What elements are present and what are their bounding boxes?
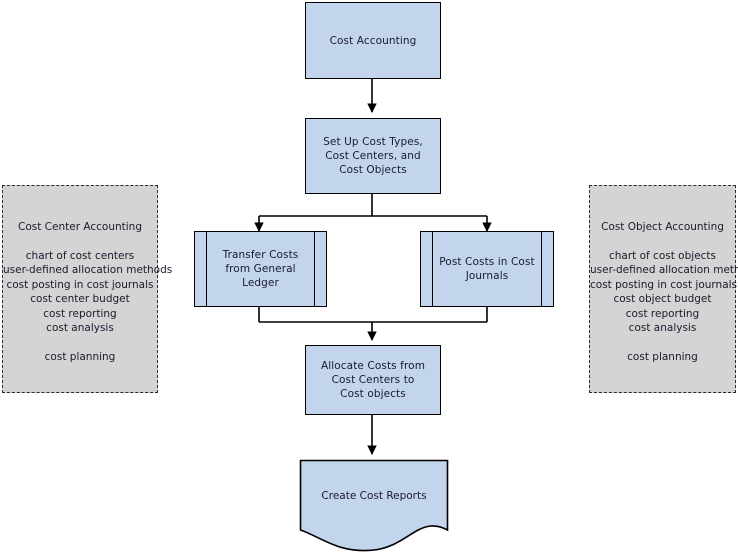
node-transfer-costs-label: Transfer Costs from General Ledger xyxy=(222,249,299,289)
node-cost-accounting-label: Cost Accounting xyxy=(329,34,417,47)
panel-cost-center-accounting-title: Cost Center Accounting xyxy=(18,221,142,233)
node-allocate-costs[interactable]: Allocate Costs from Cost Centers to Cost… xyxy=(305,345,441,415)
predefined-process-bar-left xyxy=(206,232,207,306)
panel-item: cost analysis xyxy=(46,322,114,334)
panel-item: user-defined allocation methods xyxy=(590,264,738,276)
panel-item: user-defined allocation methods xyxy=(3,264,173,276)
panel-item: chart of cost centers xyxy=(25,249,135,262)
panel-item: cost posting in cost journals xyxy=(590,278,738,291)
panel-cost-object-accounting: Cost Object Accounting chart of cost obj… xyxy=(589,185,738,393)
node-post-costs-label: Post Costs in Cost Journals xyxy=(439,256,535,282)
node-allocate-costs-label: Allocate Costs from Cost Centers to Cost… xyxy=(320,360,426,400)
predefined-process-bar-right xyxy=(314,232,315,306)
node-create-cost-reports-label: Create Cost Reports xyxy=(321,490,427,502)
panel-spacer xyxy=(3,336,157,350)
document-shape xyxy=(299,459,449,552)
panel-item: cost planning xyxy=(627,350,698,363)
predefined-process-bar-right xyxy=(541,232,542,306)
panel-item: cost posting in cost journals xyxy=(6,278,154,291)
node-create-cost-reports[interactable]: Create Cost Reports xyxy=(299,459,449,554)
panel-item: cost planning xyxy=(44,350,116,363)
panel-item: cost reporting xyxy=(43,307,117,320)
panel-item: cost analysis xyxy=(628,322,697,334)
panel-item: cost center budget xyxy=(30,293,130,305)
predefined-process-bar-left xyxy=(432,232,433,306)
node-cost-accounting[interactable]: Cost Accounting xyxy=(305,2,441,79)
panel-cost-object-accounting-title: Cost Object Accounting xyxy=(601,221,724,233)
node-transfer-costs[interactable]: Transfer Costs from General Ledger xyxy=(194,231,327,307)
panel-item: chart of cost objects xyxy=(608,249,717,262)
panel-cost-center-accounting: Cost Center Accounting chart of cost cen… xyxy=(2,185,173,393)
panel-spacer xyxy=(590,336,735,350)
node-setup-cost-types[interactable]: Set Up Cost Types, Cost Centers, and Cos… xyxy=(305,118,441,194)
panel-item: cost object budget xyxy=(613,293,712,305)
node-setup-cost-types-label: Set Up Cost Types, Cost Centers, and Cos… xyxy=(323,136,423,176)
panel-item: cost reporting xyxy=(625,307,700,320)
node-post-costs[interactable]: Post Costs in Cost Journals xyxy=(420,231,554,307)
